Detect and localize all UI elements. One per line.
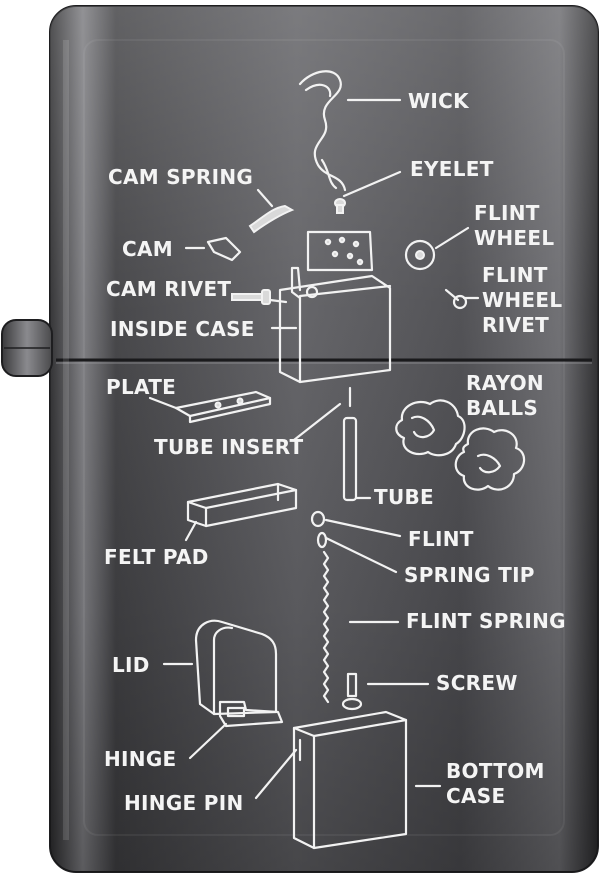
label-spring-tip: SPRING TIP — [404, 563, 535, 587]
label-cam-spring: CAM SPRING — [108, 165, 253, 189]
label-flint-spring: FLINT SPRING — [406, 609, 566, 633]
label-plate: PLATE — [106, 375, 176, 399]
part-labels: WICK EYELET CAM SPRING FLINT WHEEL CAM F… — [104, 89, 566, 815]
label-hinge-pin: HINGE PIN — [124, 791, 244, 815]
screw-icon — [341, 672, 363, 711]
inside-case-icon — [278, 230, 392, 384]
flint-wheel-rivet-icon — [444, 288, 468, 310]
label-screw: SCREW — [436, 671, 518, 695]
label-flint: FLINT — [408, 527, 474, 551]
leader-lines — [148, 98, 480, 800]
label-cam: CAM — [122, 237, 173, 261]
label-lid: LID — [112, 653, 150, 677]
hinge-knuckle — [1, 319, 53, 377]
label-bottom-case-line1: BOTTOM — [446, 759, 545, 783]
rayon-balls-icon — [395, 399, 526, 491]
label-felt-pad: FELT PAD — [104, 545, 209, 569]
label-inside-case: INSIDE CASE — [110, 317, 255, 341]
label-flint-wheel-line1: FLINT — [474, 201, 540, 225]
plate-icon — [174, 390, 272, 424]
flint-wheel-icon — [404, 239, 436, 271]
flint-icon — [310, 510, 326, 528]
label-bottom-case-line2: CASE — [446, 784, 505, 808]
label-flint-wheel-rivet-line3: RIVET — [482, 313, 549, 337]
felt-pad-icon — [186, 482, 298, 528]
spring-tip-icon — [316, 531, 328, 549]
label-flint-wheel-rivet-line2: WHEEL — [482, 288, 562, 312]
cam-icon — [206, 236, 242, 262]
tube-icon — [342, 416, 358, 502]
eyelet-icon — [334, 198, 346, 214]
cam-spring-icon — [248, 204, 295, 234]
hinge-icon — [218, 700, 284, 728]
bottom-case-icon — [292, 710, 408, 850]
flint-spring-icon — [322, 550, 330, 704]
label-flint-wheel-line2: WHEEL — [474, 226, 554, 250]
lid-icon — [194, 619, 278, 716]
label-hinge: HINGE — [104, 747, 177, 771]
label-rayon-balls-line1: RAYON — [466, 371, 544, 395]
wick-icon — [298, 70, 347, 192]
label-cam-rivet: CAM RIVET — [106, 277, 231, 301]
label-eyelet: EYELET — [410, 157, 494, 181]
label-tube-insert: TUBE INSERT — [154, 435, 303, 459]
label-rayon-balls-line2: BALLS — [466, 396, 538, 420]
label-wick: WICK — [408, 89, 470, 113]
lighter-body — [49, 5, 599, 873]
cam-rivet-icon — [231, 289, 271, 305]
label-tube: TUBE — [374, 485, 434, 509]
label-flint-wheel-rivet-line1: FLINT — [482, 263, 548, 287]
